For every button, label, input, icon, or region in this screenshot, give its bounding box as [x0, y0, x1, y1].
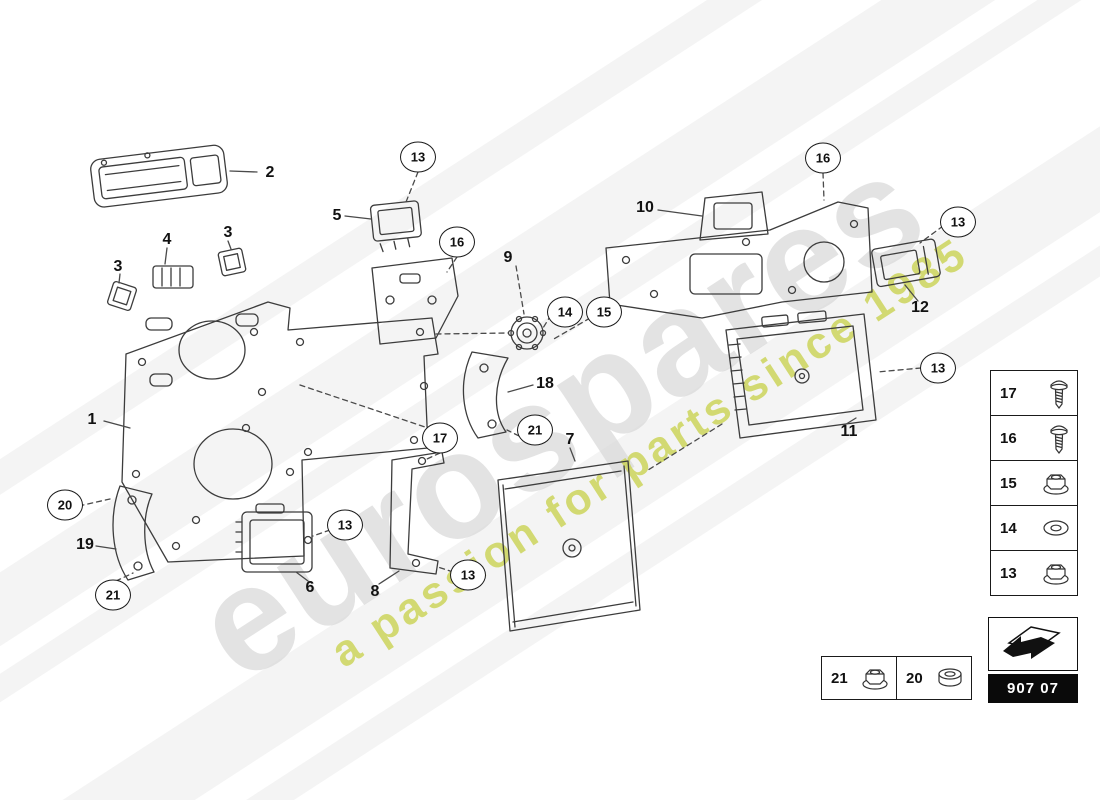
callout-16-19[interactable]: 16: [805, 142, 841, 174]
part-18-bracket: [462, 351, 509, 439]
fastener-legend-column: 17 16 15 14 13: [990, 370, 1078, 596]
legend-number: 14: [1000, 519, 1017, 537]
legend-item-21[interactable]: 21: [821, 656, 897, 700]
callout-21-23[interactable]: 21: [517, 414, 553, 446]
washer-icon: [1042, 518, 1070, 538]
part-4-clip: [152, 265, 194, 289]
part-group-box: 907 07: [988, 617, 1078, 703]
legend-number: 16: [1000, 429, 1017, 447]
part-group-code: 907 07: [988, 674, 1078, 703]
legend-item-15[interactable]: 15: [990, 460, 1078, 506]
part-19-bracket: [112, 485, 155, 581]
part-5-module: [369, 200, 422, 253]
part-11-control-unit: [725, 310, 877, 439]
callout-15-18[interactable]: 15: [586, 296, 622, 328]
callout-21-25[interactable]: 21: [95, 579, 131, 611]
part-3-clip-left: [107, 281, 137, 311]
callout-4-3[interactable]: 4: [162, 231, 172, 248]
legend-item-20[interactable]: 20: [896, 656, 972, 700]
legend-number: 21: [831, 669, 848, 687]
flange-nut-icon: [1042, 561, 1070, 586]
part-2-control-unit: [90, 144, 228, 208]
screw-icon: [1048, 377, 1070, 409]
callout-3-2[interactable]: 3: [113, 258, 123, 275]
callout-18-10[interactable]: 18: [536, 375, 554, 392]
callout-20-24[interactable]: 20: [47, 489, 83, 521]
flange-nut-icon: [861, 666, 889, 691]
callout-12-7[interactable]: 12: [911, 299, 929, 316]
legend-number: 13: [1000, 564, 1017, 582]
legend-number: 20: [906, 669, 923, 687]
callout-11-8[interactable]: 11: [840, 423, 858, 440]
callout-13-21[interactable]: 13: [920, 352, 956, 384]
callout-6-12[interactable]: 6: [305, 579, 315, 596]
callout-9-5[interactable]: 9: [503, 249, 513, 266]
callout-17-22[interactable]: 17: [422, 422, 458, 454]
part-12-module: [871, 238, 941, 288]
grommet-icon: [936, 666, 964, 690]
callout-1-9[interactable]: 1: [87, 411, 97, 428]
callout-19-11[interactable]: 19: [76, 536, 94, 553]
callout-13-26[interactable]: 13: [327, 509, 363, 541]
callout-5-1[interactable]: 5: [332, 207, 342, 224]
part-1-mounting-bracket: [121, 301, 439, 563]
callout-16-16[interactable]: 16: [439, 226, 475, 258]
part-7-amplifier: [497, 460, 641, 632]
legend-number: 15: [1000, 474, 1017, 492]
legend-item-16[interactable]: 16: [990, 415, 1078, 461]
flange-nut-icon: [1042, 471, 1070, 496]
callout-13-27[interactable]: 13: [450, 559, 486, 591]
legend-number: 17: [1000, 384, 1017, 402]
part-8-bracket: [389, 451, 445, 575]
part-6-module: [235, 503, 313, 573]
callout-3-4[interactable]: 3: [223, 224, 233, 241]
callout-2-0[interactable]: 2: [265, 164, 275, 181]
legend-item-17[interactable]: 17: [990, 370, 1078, 416]
callout-13-20[interactable]: 13: [940, 206, 976, 238]
part-9-sounder: [507, 315, 547, 351]
legend-item-13[interactable]: 13: [990, 550, 1078, 596]
callout-10-6[interactable]: 10: [636, 199, 654, 216]
callout-13-15[interactable]: 13: [400, 141, 436, 173]
legend-item-14[interactable]: 14: [990, 505, 1078, 551]
screw-icon: [1048, 422, 1070, 454]
direction-arrow-icon: [988, 617, 1078, 671]
fastener-legend-bottom: 21 20: [821, 656, 972, 700]
callout-7-14[interactable]: 7: [565, 431, 575, 448]
part-10-bracket-plate: [605, 191, 873, 319]
part-3-clip-right: [217, 247, 247, 277]
part-16-bracket: [371, 257, 459, 345]
callout-8-13[interactable]: 8: [370, 583, 380, 600]
callout-14-17[interactable]: 14: [547, 296, 583, 328]
leader-lines: [95, 170, 919, 585]
